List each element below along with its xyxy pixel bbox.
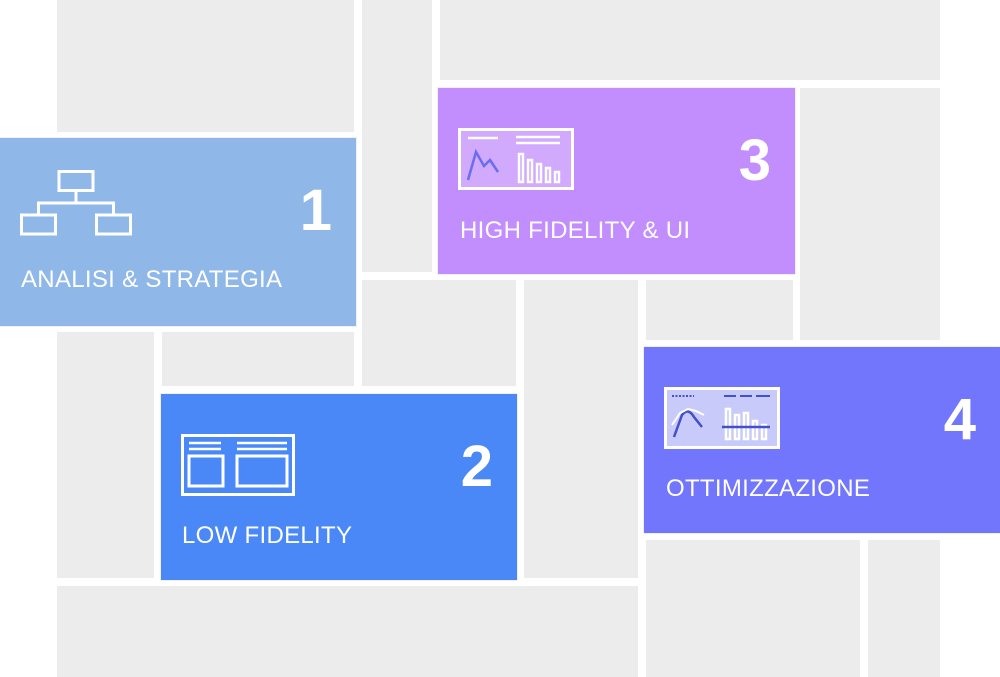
- step-number: 3: [738, 128, 771, 193]
- dashboard-icon: [458, 128, 574, 190]
- step-card-1: 1 ANALISI & STRATEGIA: [0, 138, 356, 326]
- step-card-3: 3 HIGH FIDELITY & UI: [438, 88, 795, 274]
- step-number: 4: [943, 387, 976, 452]
- grid-tile: [57, 586, 638, 677]
- wireframe-icon: [181, 434, 295, 496]
- step-number: 2: [460, 434, 493, 499]
- step-label: ANALISI & STRATEGIA: [21, 266, 283, 293]
- step-number: 1: [299, 178, 332, 243]
- grid-tile: [646, 540, 860, 677]
- grid-tile: [800, 88, 940, 340]
- step-label: OTTIMIZZAZIONE: [666, 475, 871, 502]
- grid-tile: [868, 540, 940, 677]
- step-card-2: 2 LOW FIDELITY: [161, 394, 517, 580]
- grid-tile: [362, 280, 516, 386]
- grid-tile: [646, 280, 793, 340]
- grid-tile: [362, 0, 432, 272]
- sitemap-icon: [20, 170, 132, 236]
- grid-tile: [524, 280, 638, 578]
- step-label: LOW FIDELITY: [182, 522, 353, 549]
- grid-tile: [162, 332, 354, 386]
- step-label: HIGH FIDELITY & UI: [460, 217, 691, 244]
- grid-tile: [57, 0, 354, 132]
- grid-tile: [57, 332, 154, 578]
- grid-tile: [440, 0, 940, 80]
- analytics-dashboard-icon: [664, 387, 780, 449]
- step-card-4: 4 OTTIMIZZAZIONE: [644, 347, 1000, 533]
